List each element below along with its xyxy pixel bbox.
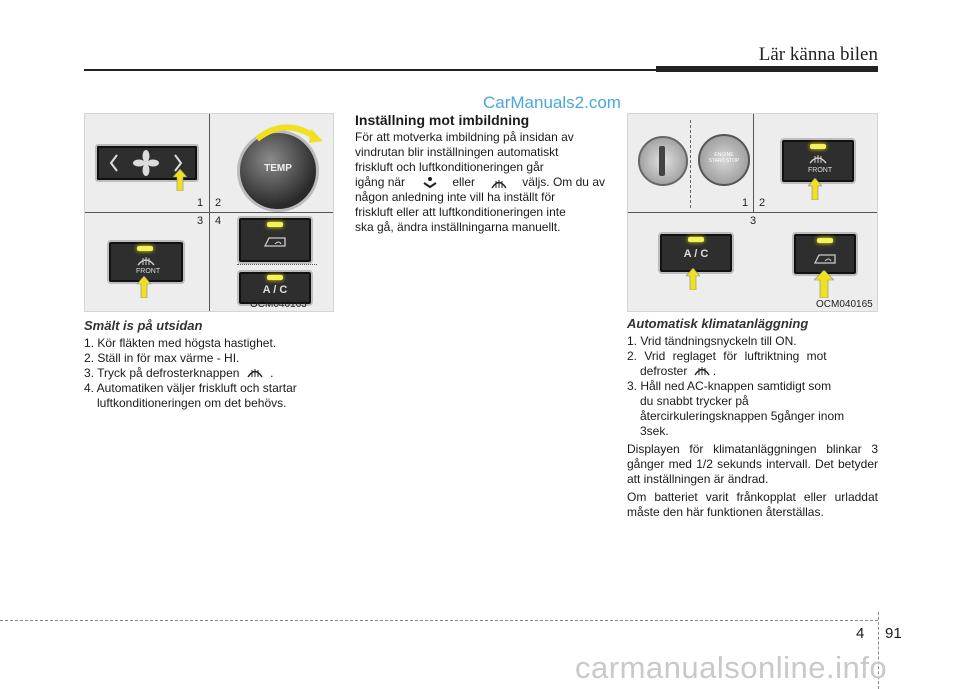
callout-4: 4 — [215, 215, 222, 227]
dotted-separator — [237, 264, 317, 265]
text-fragment: igång när — [355, 175, 406, 189]
ignition-key-cylinder — [638, 136, 688, 186]
recirculation-button — [237, 216, 313, 264]
list-item: 3. Håll ned AC-knappen samtidigt som — [627, 379, 832, 393]
ac-label: A / C — [262, 284, 288, 296]
ac-button: A / C — [237, 270, 313, 306]
list-item: 4. Automatiken väljer friskluft och star… — [84, 381, 297, 395]
front-defrost-icon — [491, 179, 507, 188]
list-item: 1. Kör fläkten med högsta hastighet. — [84, 336, 277, 350]
figure-code: OCM040165 — [816, 299, 873, 310]
indicator-lamp — [267, 222, 283, 227]
left-column: Smält is på utsidan 1. Kör fläkten med h… — [84, 318, 332, 411]
dashed-separator — [690, 120, 691, 208]
recirculation-icon — [263, 237, 286, 247]
header-rule-thick — [656, 66, 878, 72]
section-title-mid: Inställning mot imbildning — [355, 112, 530, 128]
list-item-continued: återcirkuleringsknappen 5gånger inom — [640, 409, 845, 423]
arrow-up-icon — [808, 178, 822, 200]
list-item-continued: luftkonditioneringen om det behövs. — [97, 396, 287, 410]
front-defrost-button: FRONT — [107, 240, 185, 284]
section-title-left: Smält is på utsidan — [84, 318, 203, 333]
indicator-lamp — [817, 238, 833, 243]
watermark-bottom: carmanualsonline.info — [575, 650, 888, 685]
list-item-continued: du snabbt trycker på — [640, 394, 749, 408]
list-item-text: defroster — [640, 364, 688, 378]
chapter-number: 4 — [856, 625, 865, 642]
section-title-right: Automatisk klimatanläggning — [627, 316, 809, 331]
front-label: FRONT — [808, 167, 833, 174]
footer-divider — [878, 612, 880, 689]
watermark-top: CarManuals2.com — [483, 93, 621, 112]
figure-divider-v — [753, 114, 754, 212]
front-label: FRONT — [136, 268, 161, 275]
figure-left: TEMP 1 2 3 4 FRONT A / C OCM040163 — [84, 113, 334, 312]
ac-label: A / C — [683, 248, 709, 260]
floor-defrost-icon — [423, 177, 437, 189]
list-item-suffix: . — [712, 364, 717, 378]
right-column: Automatisk klimatanläggning 1. Vrid tänd… — [627, 316, 878, 520]
rotate-arrow-icon — [255, 124, 323, 143]
list-item: 2. Vrid reglaget för luftriktning mot — [627, 349, 827, 363]
header-title: Lär känna bilen — [758, 44, 878, 65]
callout-3: 3 — [750, 215, 757, 227]
front-defrost-icon — [137, 257, 155, 266]
indicator-lamp — [137, 246, 153, 251]
start-stop-button: ENGINE START STOP — [698, 134, 750, 186]
front-defrost-icon — [809, 155, 827, 164]
text-fragment: väljs. Om du av — [522, 175, 605, 189]
list-item-text: 3. Tryck på defrosterknappen — [84, 366, 240, 380]
callout-1: 1 — [742, 197, 749, 209]
list-item-continued: 3sek. — [640, 424, 669, 438]
list-item-suffix: . — [270, 366, 274, 380]
list-item: 1. Vrid tändningsnyckeln till ON. — [627, 334, 797, 348]
arrow-up-icon — [686, 268, 700, 290]
text-line: friskluft och luftkonditioneringen går — [355, 160, 544, 174]
text-line: igång när eller väljs. Om du av — [355, 175, 605, 190]
callout-2: 2 — [215, 197, 222, 209]
recirculation-icon — [813, 254, 836, 264]
front-defrost-icon — [247, 369, 263, 378]
indicator-lamp — [810, 144, 826, 149]
page-number: 91 — [885, 625, 902, 642]
start-stop-label: ENGINE START STOP — [708, 152, 740, 164]
figure-code: OCM040163 — [250, 299, 307, 310]
text-fragment: eller — [452, 175, 476, 189]
text-line: vindrutan blir inställningen automatiskt — [355, 145, 559, 159]
list-item-continued: defroster . — [627, 364, 878, 379]
middle-column: Inställning mot imbildning För att motve… — [355, 112, 605, 235]
text-line: För att motverka imbildning på insidan a… — [355, 130, 574, 144]
arrow-up-icon — [137, 276, 151, 298]
figure-divider-h — [628, 212, 877, 213]
fan-icon — [109, 150, 183, 176]
text-line: någon anledning inte vill ha inställt fö… — [355, 190, 556, 204]
paragraph: Om batteriet varit frånkopplat eller url… — [627, 490, 878, 519]
arrow-up-large-icon — [814, 270, 834, 298]
callout-1: 1 — [197, 197, 204, 209]
key-slot-icon — [659, 146, 665, 176]
indicator-lamp — [688, 237, 704, 242]
list-item: 3. Tryck på defrosterknappen . — [84, 366, 332, 381]
text-line: ska gå, ändra inställningarna manuellt. — [355, 220, 561, 234]
paragraph: Displayen för klimatanläggningen blinkar… — [627, 442, 878, 486]
header-rule — [84, 69, 656, 71]
figure-right: ENGINE START STOP FRONT 1 2 3 A / C OCM0… — [627, 113, 878, 312]
list-item: 2. Ställ in för max värme - HI. — [84, 351, 240, 365]
front-defrost-icon — [694, 367, 710, 376]
indicator-lamp — [267, 275, 283, 280]
callout-2: 2 — [759, 197, 766, 209]
callout-3: 3 — [197, 215, 204, 227]
footer-rule — [0, 620, 878, 621]
text-line: friskluft eller att luftkonditioneringen… — [355, 205, 566, 219]
temp-knob-label: TEMP — [264, 163, 292, 174]
arrow-up-icon — [173, 169, 187, 191]
figure-divider-h — [85, 212, 333, 213]
